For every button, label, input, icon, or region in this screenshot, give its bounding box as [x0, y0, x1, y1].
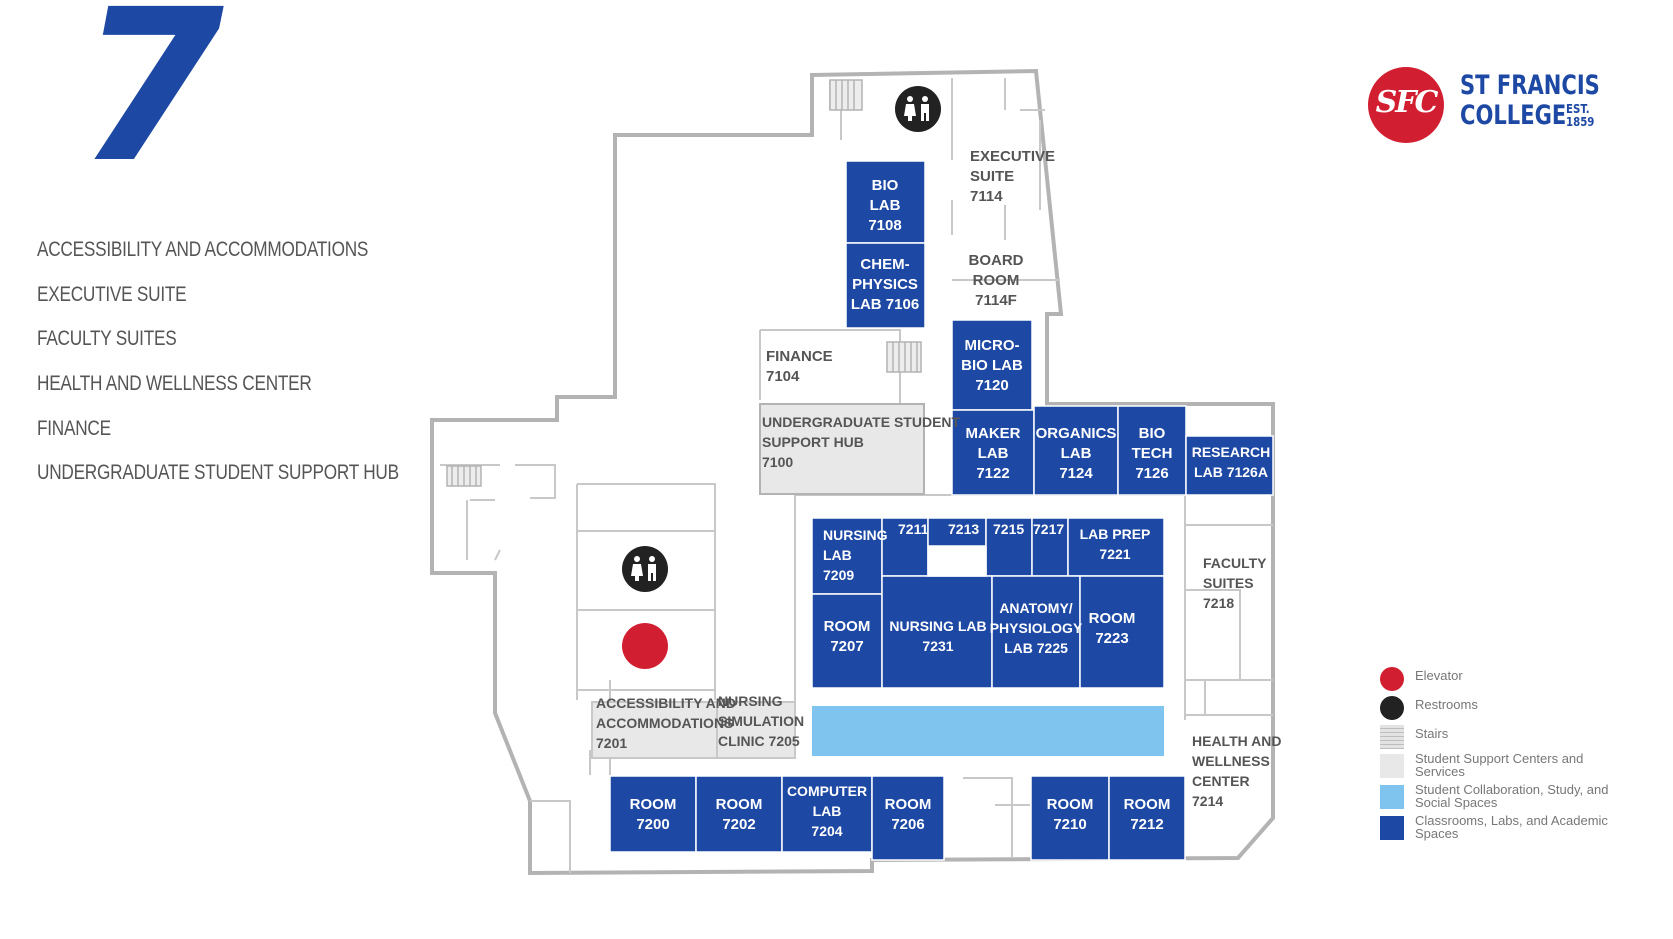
- support-swatch: [1380, 754, 1404, 778]
- department-item[interactable]: ACCESSIBILITY AND ACCOMMODATIONS: [37, 238, 369, 261]
- logo-monogram: SFC: [1375, 85, 1439, 120]
- academic-swatch: [1380, 816, 1404, 840]
- restroom-icon: [1380, 696, 1404, 720]
- room-label: 7217: [1033, 521, 1064, 537]
- department-item[interactable]: UNDERGRADUATE STUDENT SUPPORT HUB: [37, 461, 399, 485]
- elevator-icon[interactable]: [622, 623, 668, 669]
- interior-walls: [440, 78, 1273, 873]
- room-computer-lab[interactable]: [781, 775, 873, 853]
- room-7213[interactable]: [927, 517, 987, 547]
- collab-swatch: [1380, 785, 1404, 809]
- room-nursing-lab-7231[interactable]: [881, 575, 993, 689]
- room-bio-tech[interactable]: [1117, 405, 1187, 496]
- room-organics-lab[interactable]: [1033, 405, 1119, 496]
- room-support-hub[interactable]: [759, 403, 925, 495]
- room-label: 7215: [993, 521, 1024, 537]
- department-item[interactable]: FINANCE: [37, 416, 111, 440]
- room-microbio-lab[interactable]: [951, 319, 1033, 411]
- room-label: 7211: [898, 521, 929, 537]
- college-logo: SFC ST FRANCIS COLLEGE EST. 1859: [1368, 67, 1620, 147]
- stairs-icon: [446, 465, 482, 487]
- stairs-icon: [886, 341, 922, 373]
- room-chem-physics[interactable]: [845, 242, 926, 329]
- department-item[interactable]: EXECUTIVE SUITE: [37, 282, 187, 306]
- room-lab-prep[interactable]: [1067, 517, 1165, 577]
- collaboration-space[interactable]: [812, 706, 1164, 756]
- room-7200[interactable]: [609, 775, 697, 853]
- room-label: 7213: [948, 521, 979, 537]
- room-7202[interactable]: [695, 775, 783, 853]
- room-accessibility[interactable]: [591, 701, 718, 759]
- logo-name: ST FRANCIS COLLEGE: [1460, 70, 1600, 131]
- department-list: ACCESSIBILITY AND ACCOMMODATIONS EXECUTI…: [37, 238, 478, 506]
- room-7210[interactable]: [1030, 775, 1110, 861]
- logo-est: EST. 1859: [1566, 102, 1595, 129]
- room-7223[interactable]: [1079, 575, 1165, 689]
- room-research-lab[interactable]: [1185, 435, 1274, 496]
- room-nursing-simulation[interactable]: [716, 701, 796, 759]
- restroom-icon[interactable]: [895, 86, 941, 132]
- room-bio-lab[interactable]: [845, 160, 926, 244]
- room-7212[interactable]: [1108, 775, 1186, 861]
- partition: [927, 546, 987, 577]
- department-item[interactable]: HEALTH AND WELLNESS CENTER: [37, 372, 312, 396]
- elevator-icon: [1380, 667, 1404, 691]
- floor-number: 7: [78, 0, 225, 209]
- stairs-icon: [1380, 725, 1404, 749]
- restroom-icon[interactable]: [622, 546, 668, 592]
- department-item[interactable]: FACULTY SUITES: [37, 327, 177, 351]
- room-7206[interactable]: [871, 775, 945, 861]
- logo-seal: [1368, 67, 1444, 143]
- stairs-icon: [829, 79, 863, 111]
